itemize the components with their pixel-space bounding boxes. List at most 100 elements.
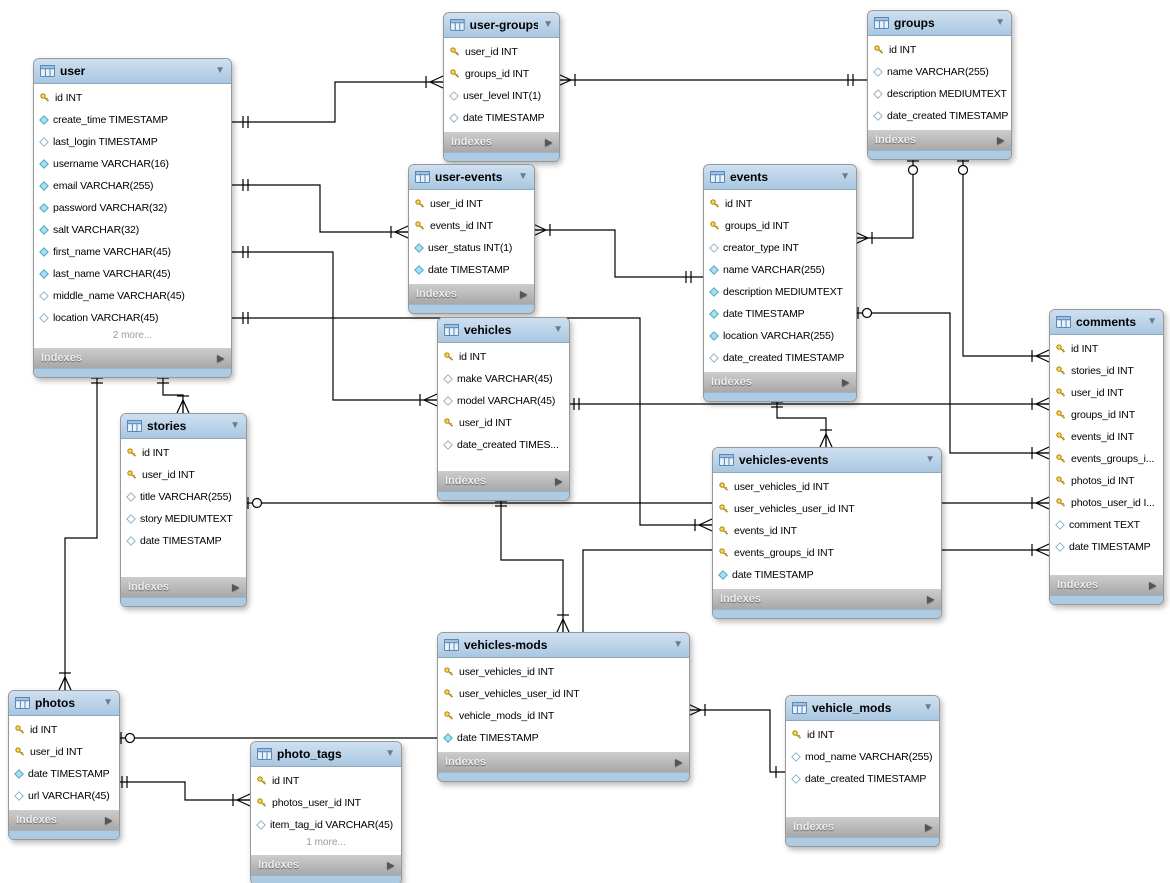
collapse-icon[interactable]: ▼ [923,702,933,713]
column-row[interactable]: last_login TIMESTAMP [34,131,231,153]
column-row[interactable]: url VARCHAR(45) [9,785,119,807]
column-row[interactable]: date TIMESTAMP [713,564,941,586]
column-row[interactable]: date TIMESTAMP [444,107,559,129]
column-row[interactable]: middle_name VARCHAR(45) [34,285,231,307]
relationship-events--comments[interactable] [855,312,1049,454]
column-row[interactable]: events_id INT [713,520,941,542]
more-columns-row[interactable]: 1 more... [306,837,346,848]
column-row[interactable]: events_groups_i... [1050,448,1163,470]
column-row[interactable]: date TIMESTAMP [1050,536,1163,558]
table-header-photo_tags[interactable]: photo_tags▼ [251,742,401,767]
more-columns-row[interactable]: 2 more... [112,330,153,341]
column-row[interactable]: id INT [868,39,1011,61]
collapse-icon[interactable]: ▼ [673,639,683,650]
relationship-user-events--events[interactable] [533,229,703,278]
indexes-section[interactable]: Indexes▶ [786,817,939,837]
expand-icon[interactable]: ▶ [232,581,239,592]
column-row[interactable]: location VARCHAR(45) [34,307,231,329]
column-row[interactable]: date TIMESTAMP [121,530,246,552]
column-row[interactable]: photos_user_id INT [251,792,401,814]
indexes-section[interactable]: Indexes▶ [34,348,231,368]
table-header-vehicles-mods[interactable]: vehicles-mods▼ [438,633,689,658]
relationship-user--user-groups[interactable] [230,81,443,123]
column-row[interactable]: user_status INT(1) [409,237,534,259]
column-row[interactable]: date TIMESTAMP [9,763,119,785]
column-row[interactable]: events_id INT [409,215,534,237]
column-row[interactable]: events_groups_id INT [713,542,941,564]
expand-icon[interactable]: ▶ [675,756,682,767]
collapse-icon[interactable]: ▼ [518,171,528,182]
collapse-icon[interactable]: ▼ [553,324,563,335]
column-row[interactable]: groups_id INT [704,215,856,237]
collapse-icon[interactable]: ▼ [385,748,395,759]
collapse-icon[interactable]: ▼ [995,17,1005,28]
indexes-section[interactable]: Indexes▶ [1050,575,1163,595]
relationship-groups--comments[interactable] [962,156,1049,357]
column-row[interactable]: groups_id INT [444,63,559,85]
indexes-section[interactable]: Indexes▶ [444,132,559,152]
expand-icon[interactable]: ▶ [387,859,394,870]
column-row[interactable]: salt VARCHAR(32) [34,219,231,241]
relationship-user--vehicles[interactable] [230,251,437,401]
relationship-vehicles--vehicles-mods[interactable] [500,497,564,632]
column-row[interactable]: stories_id INT [1050,360,1163,382]
indexes-section[interactable]: Indexes▶ [704,372,856,392]
table-header-comments[interactable]: comments▼ [1050,310,1163,335]
collapse-icon[interactable]: ▼ [215,65,225,76]
table-header-events[interactable]: events▼ [704,165,856,190]
column-row[interactable]: description MEDIUMTEXT [704,281,856,303]
column-row[interactable]: username VARCHAR(16) [34,153,231,175]
column-row[interactable]: story MEDIUMTEXT [121,508,246,530]
column-row[interactable]: id INT [786,724,939,746]
column-row[interactable]: name VARCHAR(255) [868,61,1011,83]
column-row[interactable]: user_id INT [121,464,246,486]
column-row[interactable]: date TIMESTAMP [409,259,534,281]
expand-icon[interactable]: ▶ [927,593,934,604]
indexes-section[interactable]: Indexes▶ [251,855,401,875]
column-row[interactable]: id INT [251,770,401,792]
column-row[interactable]: id INT [34,87,231,109]
expand-icon[interactable]: ▶ [925,821,932,832]
column-row[interactable]: date TIMESTAMP [704,303,856,325]
column-row[interactable]: location VARCHAR(255) [704,325,856,347]
relationship-vehicles-mods--vehicle_mods[interactable] [688,709,785,773]
indexes-section[interactable]: Indexes▶ [121,577,246,597]
column-row[interactable]: name VARCHAR(255) [704,259,856,281]
indexes-section[interactable]: Indexes▶ [9,810,119,830]
table-header-vehicle_mods[interactable]: vehicle_mods▼ [786,696,939,721]
table-header-stories[interactable]: stories▼ [121,414,246,439]
column-row[interactable]: date_created TIMESTAMP [868,105,1011,127]
column-row[interactable]: user_level INT(1) [444,85,559,107]
expand-icon[interactable]: ▶ [217,352,224,363]
column-row[interactable]: id INT [704,193,856,215]
table-header-user[interactable]: user▼ [34,59,231,84]
collapse-icon[interactable]: ▼ [103,697,113,708]
column-row[interactable]: title VARCHAR(255) [121,486,246,508]
expand-icon[interactable]: ▶ [1149,579,1156,590]
table-header-photos[interactable]: photos▼ [9,691,119,716]
table-header-vehicles-events[interactable]: vehicles-events▼ [713,448,941,473]
relationship-vehicles--vehicles-events[interactable] [568,403,712,526]
column-row[interactable]: user_vehicles_id INT [713,476,941,498]
collapse-icon[interactable]: ▼ [840,171,850,182]
expand-icon[interactable]: ▶ [105,814,112,825]
column-row[interactable]: item_tag_id VARCHAR(45) [251,814,401,836]
expand-icon[interactable]: ▶ [545,136,552,147]
column-row[interactable]: user_vehicles_user_id INT [713,498,941,520]
column-row[interactable]: comment TEXT [1050,514,1163,536]
column-row[interactable]: model VARCHAR(45) [438,390,569,412]
column-row[interactable]: user_vehicles_id INT [438,661,689,683]
collapse-icon[interactable]: ▼ [925,454,935,465]
collapse-icon[interactable]: ▼ [230,420,240,431]
relationship-user--user-events[interactable] [230,184,408,233]
column-row[interactable]: make VARCHAR(45) [438,368,569,390]
